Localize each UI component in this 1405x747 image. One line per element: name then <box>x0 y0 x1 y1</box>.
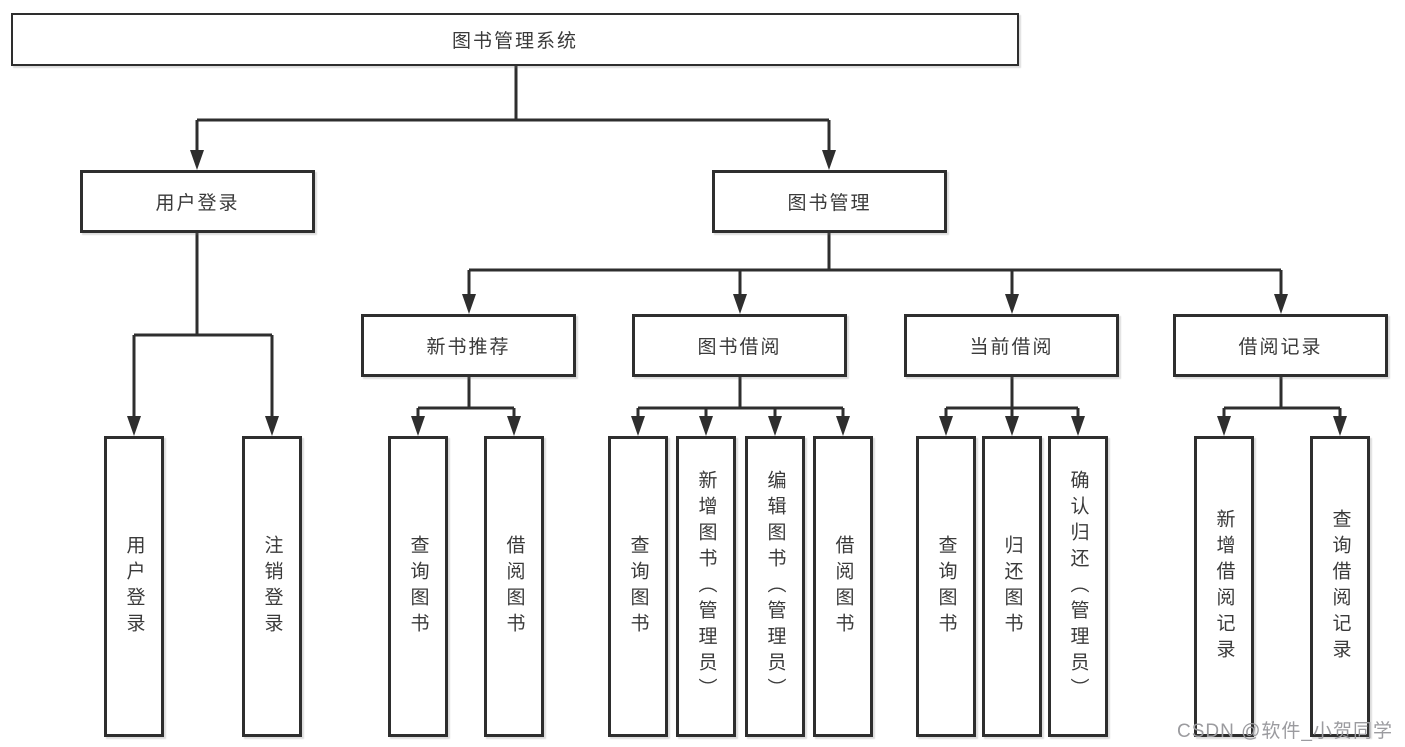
node-book-management: 图书管理 <box>712 170 947 233</box>
leaf-user-login: 用户登录 <box>104 436 164 737</box>
leaf-edit-books-admin: 编辑图书（管理员） <box>745 436 805 737</box>
leaf-confirm-return-admin: 确认归还（管理员） <box>1048 436 1108 737</box>
leaf-borrow-books-2: 借阅图书 <box>813 436 873 737</box>
leaf-confirm-return-admin-label: 确认归还（管理员） <box>1067 469 1089 704</box>
connector-borrowing-records <box>1222 377 1342 419</box>
connector-book-borrowing <box>636 377 845 419</box>
leaf-borrow-books-1: 借阅图书 <box>484 436 544 737</box>
leaf-add-borrow-record-label: 新增借阅记录 <box>1213 508 1235 665</box>
node-book-management-label: 图书管理 <box>787 193 872 214</box>
node-current-borrowing-label: 当前借阅 <box>969 337 1054 358</box>
leaf-add-books-admin-label: 新增图书（管理员） <box>695 469 717 704</box>
connector-new-book-recommend <box>416 377 516 419</box>
node-current-borrowing: 当前借阅 <box>904 314 1119 377</box>
leaf-logout: 注销登录 <box>242 436 302 737</box>
leaf-query-books-2: 查询图书 <box>608 436 668 737</box>
leaf-return-books-label: 归还图书 <box>1001 534 1023 639</box>
connector-user-login <box>132 233 274 419</box>
leaf-query-books-3-label: 查询图书 <box>935 534 957 639</box>
leaf-logout-label: 注销登录 <box>261 534 283 639</box>
node-borrowing-records: 借阅记录 <box>1173 314 1388 377</box>
connector-current-borrowing <box>944 377 1080 419</box>
leaf-return-books: 归还图书 <box>982 436 1042 737</box>
leaf-borrow-books-1-label: 借阅图书 <box>503 534 525 639</box>
leaf-add-borrow-record: 新增借阅记录 <box>1194 436 1254 737</box>
leaf-query-books-2-label: 查询图书 <box>627 534 649 639</box>
node-book-borrowing: 图书借阅 <box>632 314 847 377</box>
leaf-query-books-3: 查询图书 <box>916 436 976 737</box>
arrowheads <box>127 150 1347 436</box>
leaf-query-books-1-label: 查询图书 <box>407 534 429 639</box>
node-user-login-label: 用户登录 <box>155 193 240 214</box>
node-borrowing-records-label: 借阅记录 <box>1238 337 1323 358</box>
connector-book-management <box>467 233 1283 297</box>
leaf-user-login-label: 用户登录 <box>123 534 145 639</box>
leaf-add-books-admin: 新增图书（管理员） <box>676 436 736 737</box>
node-root-label: 图书管理系统 <box>451 31 578 52</box>
leaf-query-borrow-record-label: 查询借阅记录 <box>1329 508 1351 665</box>
connector-root <box>195 66 831 153</box>
node-new-book-recommend-label: 新书推荐 <box>426 337 511 358</box>
leaf-edit-books-admin-label: 编辑图书（管理员） <box>764 469 786 704</box>
leaf-query-borrow-record: 查询借阅记录 <box>1310 436 1370 737</box>
leaf-query-books-1: 查询图书 <box>388 436 448 737</box>
node-book-borrowing-label: 图书借阅 <box>697 337 782 358</box>
node-root: 图书管理系统 <box>11 13 1019 66</box>
node-user-login: 用户登录 <box>80 170 315 233</box>
leaf-borrow-books-2-label: 借阅图书 <box>832 534 854 639</box>
node-new-book-recommend: 新书推荐 <box>361 314 576 377</box>
